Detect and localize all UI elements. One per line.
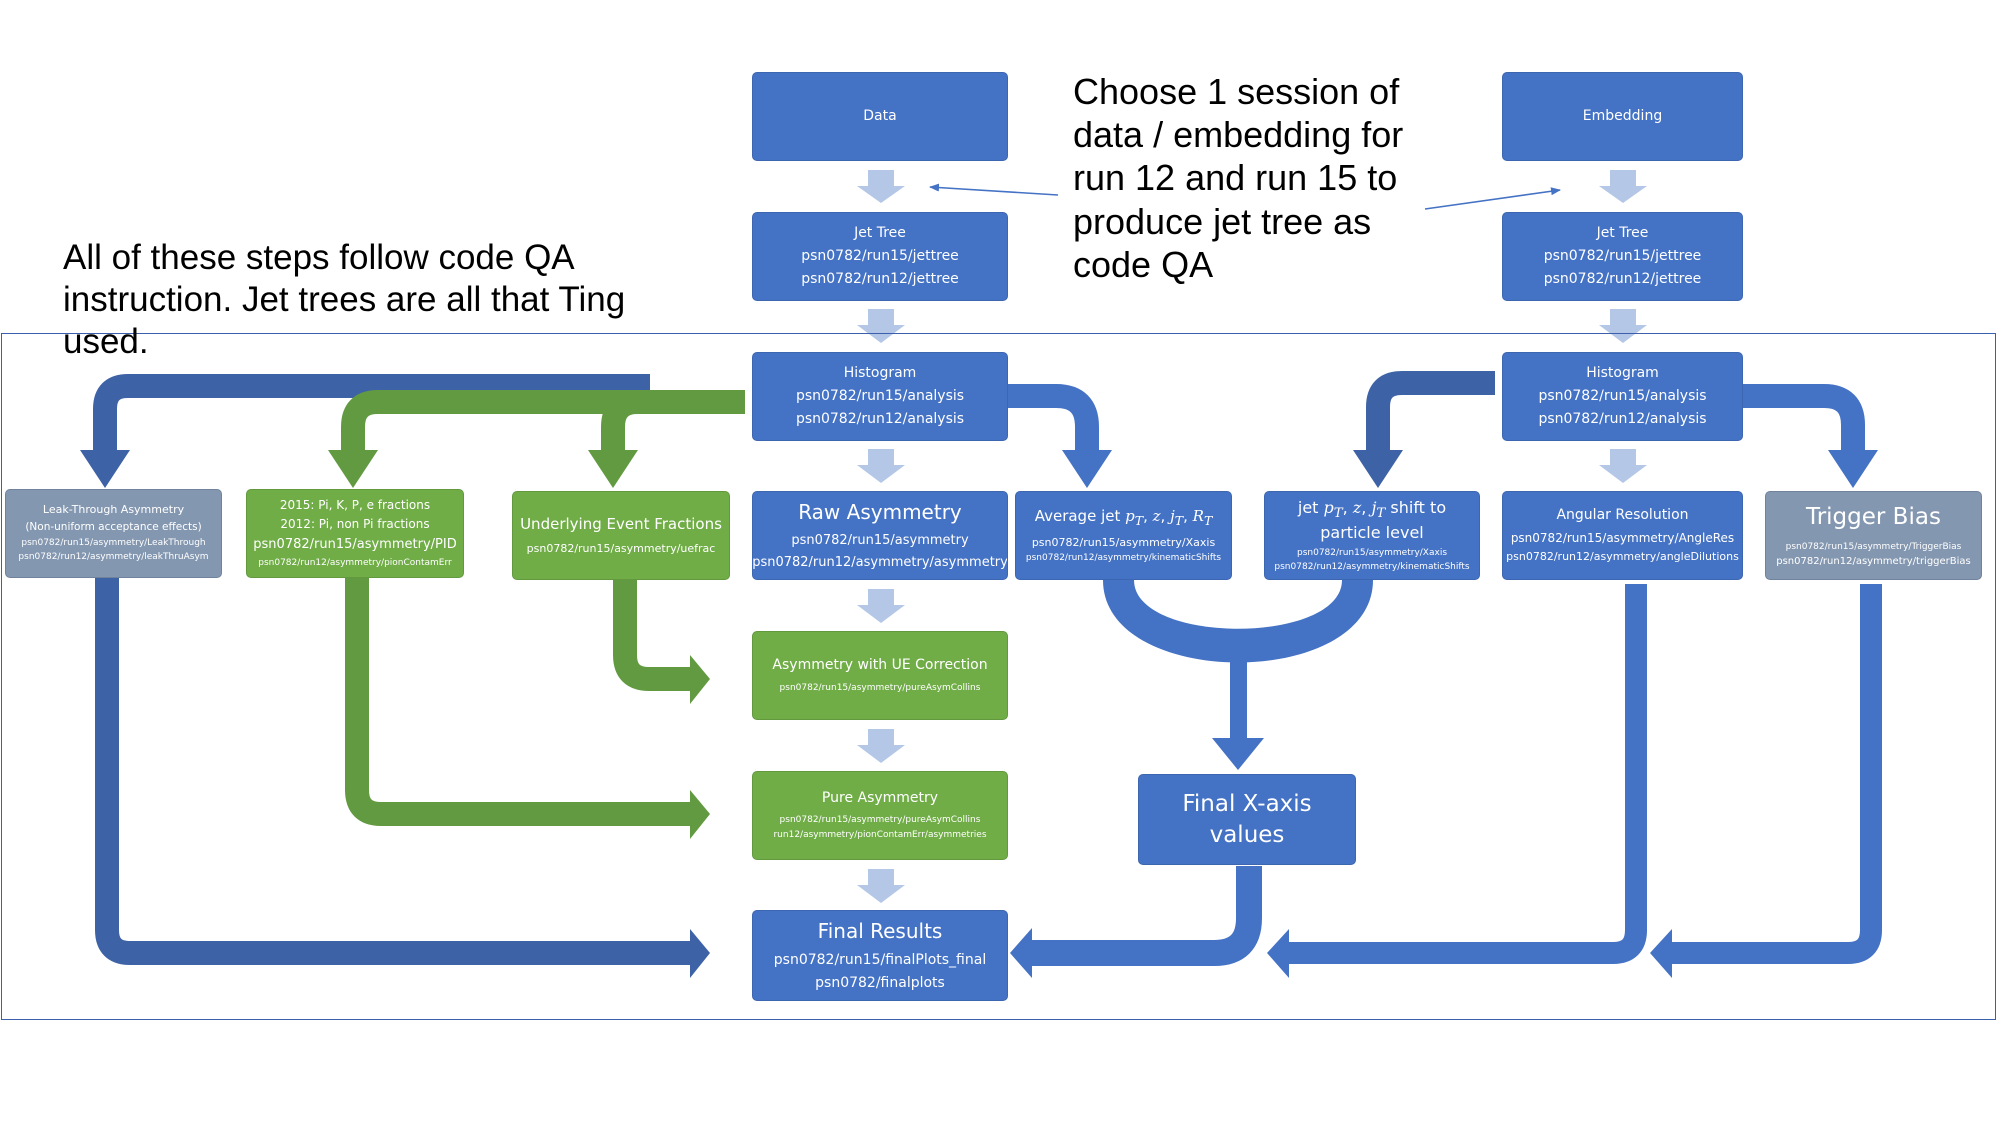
- pid-box: 2015: Pi, K, P, e fractions 2012: Pi, no…: [246, 489, 464, 578]
- jet-tree-emb-box: Jet Tree psn0782/run15/jettree psn0782/r…: [1502, 212, 1743, 301]
- histogram-path: psn0782/run15/analysis: [1538, 388, 1707, 405]
- final-results-box: Final Results psn0782/run15/finalPlots_f…: [752, 910, 1008, 1001]
- down-arrow-emb-jettree: [1599, 170, 1647, 203]
- down-arrow-hist-raw: [857, 449, 905, 483]
- down-arrow-data-hist: [857, 309, 905, 343]
- histogram-emb-box: Histogram psn0782/run15/analysis psn0782…: [1502, 352, 1743, 441]
- arrow-pid-to-pure: [345, 578, 710, 839]
- pid-title: 2015: Pi, K, P, e fractions: [279, 498, 431, 513]
- pure-asymmetry-path: psn0782/run15/asymmetry/pureAsymCollins: [779, 814, 981, 825]
- data-box: Data: [752, 72, 1008, 161]
- embedding-box-title: Embedding: [1582, 107, 1663, 124]
- arrow-hist-to-averagejet: [1005, 384, 1112, 488]
- pure-asymmetry-box: Pure Asymmetry psn0782/run15/asymmetry/p…: [752, 771, 1008, 860]
- arrow-angres-to-final: [1267, 584, 1647, 978]
- arrow-hist-to-leakthrough: [80, 374, 650, 488]
- pid-path: psn0782/run15/asymmetry/PID: [253, 537, 457, 553]
- pid-title: 2012: Pi, non Pi fractions: [280, 517, 430, 532]
- histogram-title: Histogram: [843, 364, 917, 381]
- jet-tree-path: psn0782/run12/jettree: [1543, 270, 1702, 287]
- average-jet-path: psn0782/run12/asymmetry/kinematicShifts: [1025, 552, 1222, 563]
- down-arrow-emb-hist: [1599, 309, 1647, 343]
- ue-fractions-title: Underlying Event Fractions: [520, 515, 722, 534]
- histogram-title: Histogram: [1586, 364, 1659, 381]
- embedding-box: Embedding: [1502, 72, 1743, 161]
- jet-tree-title: Jet Tree: [854, 224, 906, 241]
- jet-shift-title-line2: particle level: [1320, 522, 1424, 542]
- jet-shift-box: jet pT, z, jT shift to particle level ps…: [1264, 491, 1480, 580]
- jet-tree-title: Jet Tree: [1596, 224, 1649, 241]
- leak-through-title: Leak-Through Asymmetry: [42, 503, 185, 517]
- arrow-embhist-to-triggerbias: [1742, 384, 1878, 488]
- histogram-data-box: Histogram psn0782/run15/analysis psn0782…: [752, 352, 1008, 441]
- down-arrow-data-jettree: [857, 170, 905, 203]
- angular-resolution-box: Angular Resolution psn0782/run15/asymmet…: [1502, 491, 1743, 580]
- final-results-title: Final Results: [817, 919, 943, 943]
- angular-resolution-title: Angular Resolution: [1556, 506, 1689, 523]
- average-jet-path: psn0782/run15/asymmetry/Xaxis: [1031, 535, 1216, 549]
- arrow-leak-to-final: [95, 578, 710, 978]
- histogram-path: psn0782/run15/analysis: [795, 388, 965, 405]
- jet-shift-title: jet pT, z, jT shift to: [1297, 497, 1447, 522]
- ue-fractions-path: psn0782/run15/asymmetry/uefrac: [526, 542, 716, 555]
- trigger-bias-box: Trigger Bias psn0782/run15/asymmetry/Tri…: [1765, 491, 1982, 580]
- raw-asymmetry-path: psn0782/run15/asymmetry: [791, 533, 969, 549]
- jet-tree-path: psn0782/run15/jettree: [801, 248, 959, 265]
- raw-asymmetry-path: psn0782/run12/asymmetry/asymmetry: [752, 554, 1008, 570]
- leak-through-box: Leak-Through Asymmetry (Non-uniform acce…: [5, 489, 222, 578]
- average-jet-title-text: Average jet: [1034, 507, 1121, 526]
- trigger-bias-path: psn0782/run15/asymmetry/TriggerBias: [1785, 541, 1962, 552]
- down-arrow-emb-angres: [1599, 449, 1647, 483]
- leak-through-path: psn0782/run15/asymmetry/LeakThrough: [21, 538, 206, 549]
- arrow-merge-to-finalx: [1103, 570, 1373, 770]
- note-top: Choose 1 session of data / embedding for…: [1073, 71, 1404, 285]
- jet-shift-title-text: shift to: [1390, 497, 1447, 517]
- histogram-path: psn0782/run12/analysis: [795, 410, 965, 427]
- arrow-hist-to-uefrac: [588, 390, 745, 488]
- jet-shift-path: psn0782/run15/asymmetry/Xaxis: [1296, 547, 1448, 558]
- jet-tree-path: psn0782/run15/jettree: [1543, 248, 1702, 265]
- arrow-uefrac-to-asymue: [613, 578, 710, 704]
- final-results-path: psn0782/run15/finalPlots_final: [773, 952, 987, 968]
- final-x-axis-box: Final X-axis values: [1138, 774, 1356, 865]
- jet-tree-data-box: Jet Tree psn0782/run15/jettree psn0782/r…: [752, 212, 1008, 301]
- leak-through-subtitle: (Non-uniform acceptance effects): [25, 521, 202, 534]
- asym-ue-correction-box: Asymmetry with UE Correction psn0782/run…: [752, 631, 1008, 720]
- pure-asymmetry-path: run12/asymmetry/pionContamErr/asymmetrie…: [773, 829, 987, 840]
- arrow-trigger-to-final: [1650, 584, 1882, 978]
- down-arrow-ue-pure: [857, 729, 905, 763]
- final-results-path: psn0782/finalplots: [815, 974, 945, 991]
- pid-path: psn0782/run12/asymmetry/pionContamErr: [258, 557, 452, 568]
- average-jet-box: Average jet pT, z, jT, RT psn0782/run15/…: [1015, 491, 1232, 580]
- arrow-hist-to-pid: [328, 390, 745, 488]
- trigger-bias-title: Trigger Bias: [1806, 503, 1941, 530]
- jet-shift-path: psn0782/run12/asymmetry/kinematicShifts: [1274, 561, 1470, 572]
- angular-resolution-path: psn0782/run12/asymmetry/angleDilutions: [1506, 550, 1739, 564]
- leak-through-path: psn0782/run12/asymmetry/leakThruAsym: [18, 552, 209, 563]
- average-jet-title: Average jet pT, z, jT, RT: [1034, 507, 1213, 529]
- arrow-finalx-to-final: [1010, 866, 1262, 978]
- asym-ue-title: Asymmetry with UE Correction: [772, 657, 988, 674]
- final-x-axis-title: Final X-axis: [1182, 790, 1312, 817]
- note-arrow-to-data: [929, 183, 1059, 196]
- pure-asymmetry-title: Pure Asymmetry: [821, 790, 939, 806]
- data-box-title: Data: [863, 107, 897, 124]
- angular-resolution-path: psn0782/run15/asymmetry/AngleRes: [1510, 531, 1735, 546]
- analysis-frame: [1, 333, 1996, 1020]
- ue-fractions-box: Underlying Event Fractions psn0782/run15…: [512, 491, 730, 580]
- arrow-embhist-to-jetshift: [1353, 371, 1495, 488]
- down-arrow-pure-final: [857, 869, 905, 903]
- down-arrow-raw-ue: [857, 589, 905, 623]
- histogram-path: psn0782/run12/analysis: [1538, 410, 1707, 427]
- asym-ue-path: psn0782/run15/asymmetry/pureAsymCollins: [779, 682, 981, 693]
- note-arrow-to-embedding: [1424, 187, 1561, 210]
- final-x-axis-title: values: [1209, 821, 1285, 848]
- raw-asymmetry-box: Raw Asymmetry psn0782/run15/asymmetry ps…: [752, 491, 1008, 580]
- jet-tree-path: psn0782/run12/jettree: [801, 270, 959, 287]
- raw-asymmetry-title: Raw Asymmetry: [798, 500, 962, 525]
- trigger-bias-path: psn0782/run12/asymmetry/triggerBias: [1776, 555, 1971, 567]
- note-left: All of these steps follow code QA instru…: [63, 238, 626, 361]
